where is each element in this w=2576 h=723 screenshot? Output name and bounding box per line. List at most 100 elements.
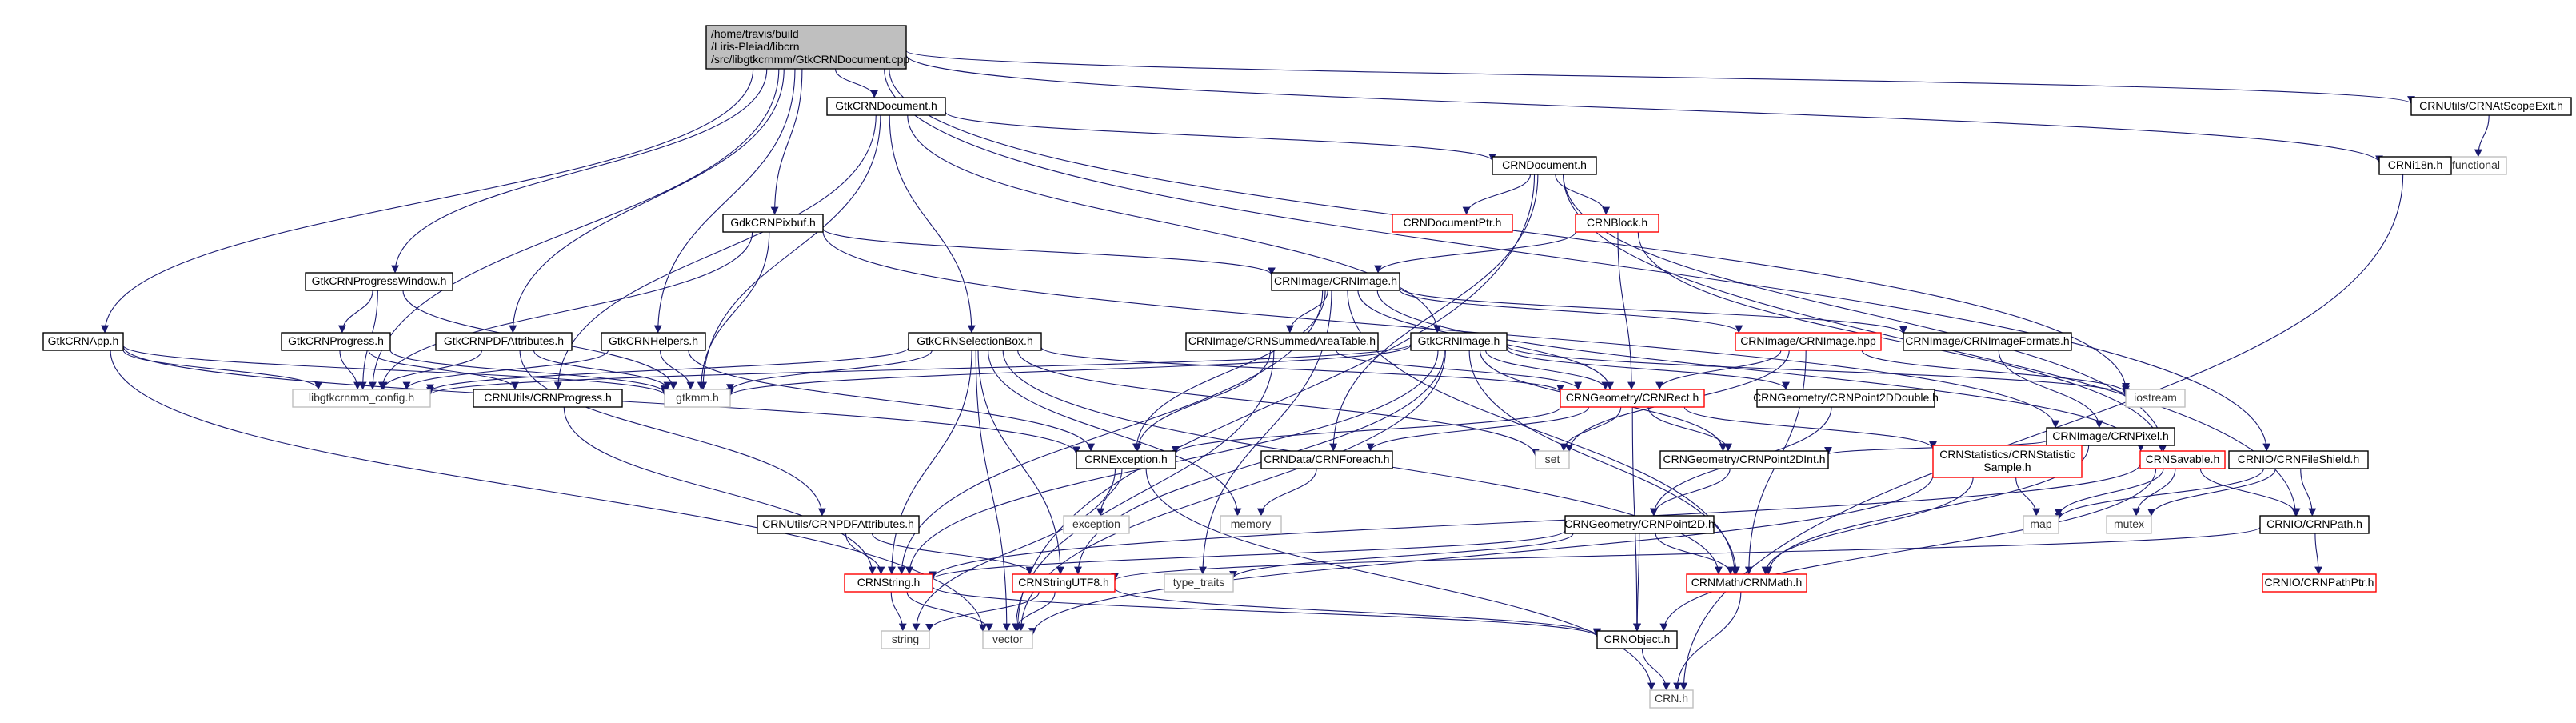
node-crngeometry_crnpoint2dint_h[interactable]: CRNGeometry/CRNPoint2DInt.h — [1659, 450, 1829, 469]
node-box — [1756, 389, 1935, 408]
node-box — [2378, 156, 2452, 175]
edge-gdkcrnpixbuf_h-to-gtkmm_h — [697, 231, 770, 390]
node-label-line: GtkCRNPDFAttributes.h — [444, 334, 564, 347]
edge-crnstring_h-to-crnobject_h — [932, 585, 1601, 637]
node-gtkcrnapp_h[interactable]: GtkCRNApp.h — [42, 332, 124, 351]
node-crnimage_crnimage_hpp[interactable]: CRNImage/CRNImage.hpp — [1735, 332, 1882, 351]
node-label-line: CRNString.h — [857, 576, 921, 589]
edge-root-to-crni18n_h — [905, 54, 2383, 164]
node-crnstringutf8_h[interactable]: CRNStringUTF8.h — [1012, 573, 1116, 593]
node-box — [1164, 573, 1234, 593]
node-crngeometry_crnrect_h[interactable]: CRNGeometry/CRNRect.h — [1560, 389, 1705, 408]
node-label-line: iostream — [2134, 391, 2177, 404]
node-crn_h[interactable]: CRN.h — [1649, 689, 1694, 709]
node-gtkcrndocument_h[interactable]: GtkCRNDocument.h — [826, 97, 946, 116]
node-gtkcrnimage_h[interactable]: GtkCRNImage.h — [1410, 332, 1508, 351]
node-label-line: CRNImage/CRNPixel.h — [2052, 429, 2168, 442]
node-map[interactable]: map — [2023, 515, 2059, 534]
node-crnutils_crnatscopeexit_h[interactable]: CRNUtils/CRNAtScopeExit.h — [2410, 97, 2572, 116]
node-libgtkcrnmm_config_h[interactable]: libgtkcrnmm_config.h — [292, 389, 431, 408]
node-gtkcrnpdfattributes_h[interactable]: GtkCRNPDFAttributes.h — [435, 332, 573, 351]
node-set[interactable]: set — [1535, 450, 1570, 469]
node-crni18n_h[interactable]: CRNi18n.h — [2378, 156, 2452, 175]
node-box — [1686, 573, 1807, 593]
edge-gdkcrnpixbuf_h-to-libgtkcrnmm_config_h — [377, 231, 753, 390]
node-box — [2410, 97, 2572, 116]
node-type_traits[interactable]: type_traits — [1164, 573, 1234, 593]
node-label-line: vector — [992, 633, 1023, 645]
edge-root-to-gtkcrnpdfattributes_h — [509, 68, 785, 334]
edge-gtkcrnimage_h-to-crngeometry_crnpoint2ddouble_h — [1506, 348, 1790, 390]
edge-crnutils_crnatscopeexit_h-to-functional — [2474, 114, 2490, 158]
edge-crnstring_h-to-vector — [906, 591, 993, 632]
node-label-line: CRNIO/CRNPathPtr.h — [2265, 576, 2374, 589]
node-box — [435, 332, 573, 351]
edge-root-to-crnutils_crnatscopeexit_h — [905, 50, 2415, 104]
node-label-line: string — [892, 633, 919, 645]
node-box — [2106, 515, 2152, 534]
node-root[interactable]: /home/travis/build/Liris-Pleiad/libcrn/s… — [705, 25, 909, 70]
node-label-line: CRNImage/CRNImageFormats.h — [1905, 334, 2069, 347]
node-gdkcrnpixbuf_h[interactable]: GdkCRNPixbuf.h — [722, 214, 824, 233]
node-vector[interactable]: vector — [982, 630, 1033, 649]
node-crnimage_crnsummedareatable_h[interactable]: CRNImage/CRNSummedAreaTable.h — [1185, 332, 1379, 351]
edge-crnimage_crnsummedareatable_h-to-crngeometry_crnrect_h — [1336, 350, 1582, 390]
node-box — [2125, 389, 2186, 408]
node-functional[interactable]: functional — [2445, 156, 2507, 175]
node-crnimage_crnimageformats_h[interactable]: CRNImage/CRNImageFormats.h — [1903, 332, 2072, 351]
node-gtkcrnprogresswindow_h[interactable]: GtkCRNProgressWindow.h — [305, 272, 453, 291]
node-crnmath_crnmath_h[interactable]: CRNMath/CRNMath.h — [1686, 573, 1807, 593]
node-crnstring_h[interactable]: CRNString.h — [844, 573, 933, 593]
node-iostream[interactable]: iostream — [2125, 389, 2186, 408]
node-crnexception_h[interactable]: CRNException.h — [1076, 450, 1176, 469]
node-exception[interactable]: exception — [1063, 515, 1130, 534]
node-label-line: /Liris-Pleiad/libcrn — [711, 40, 799, 53]
node-mutex[interactable]: mutex — [2106, 515, 2152, 534]
node-label-line: CRN.h — [1655, 692, 1688, 705]
node-crnutils_crnpdfattributes_h[interactable]: CRNUtils/CRNPDFAttributes.h — [757, 515, 920, 534]
node-box — [281, 332, 391, 351]
node-gtkcrnhelpers_h[interactable]: GtkCRNHelpers.h — [601, 332, 706, 351]
node-crnio_crnpath_h[interactable]: CRNIO/CRNPath.h — [2259, 515, 2370, 534]
edge-crnstatistics_crnstatisticsample_h-to-map — [2015, 477, 2041, 517]
node-crnio_crnfileshield_h[interactable]: CRNIO/CRNFileShield.h — [2228, 450, 2369, 469]
node-box — [826, 97, 946, 116]
edge-gtkcrndocument_h-to-gtkcrnimage_h — [907, 114, 1442, 334]
node-memory[interactable]: memory — [1220, 515, 1282, 534]
node-crnsavable_h[interactable]: CRNSavable.h — [2139, 450, 2226, 469]
node-crnblock_h[interactable]: CRNBlock.h — [1575, 214, 1659, 233]
node-label-line: GtkCRNSelectionBox.h — [917, 334, 1033, 347]
node-crnimage_crnpixel_h[interactable]: CRNImage/CRNPixel.h — [2046, 427, 2175, 446]
node-gtkcrnselectionbox_h[interactable]: GtkCRNSelectionBox.h — [908, 332, 1042, 351]
edge-crndocument_h-to-crndata_crnforeach_h — [1329, 174, 1539, 452]
edge-crnstatistics_crnstatisticsample_h-to-crnmath_crnmath_h — [1761, 477, 1974, 575]
edge-crnimage_crnimage_hpp-to-crngeometry_crnrect_h — [1655, 350, 1782, 390]
node-crndata_crnforeach_h[interactable]: CRNData/CRNForeach.h — [1260, 450, 1393, 469]
node-layer: /home/travis/build/Liris-Pleiad/libcrn/s… — [42, 25, 2572, 709]
node-label-line: CRNGeometry/CRNPoint2DDouble.h — [1753, 391, 1939, 404]
node-crngeometry_crnpoint2ddouble_h[interactable]: CRNGeometry/CRNPoint2DDouble.h — [1753, 389, 1939, 408]
node-gtkmm_h[interactable]: gtkmm.h — [664, 389, 731, 408]
node-label-line: CRNObject.h — [1604, 633, 1670, 645]
node-label-line: CRNi18n.h — [2388, 158, 2442, 171]
node-crnimage_crnimage_h[interactable]: CRNImage/CRNImage.h — [1271, 272, 1400, 291]
node-crndocumentptr_h[interactable]: CRNDocumentPtr.h — [1392, 214, 1513, 233]
node-string[interactable]: string — [881, 630, 930, 649]
node-crnobject_h[interactable]: CRNObject.h — [1596, 630, 1678, 649]
node-label-line: map — [2030, 517, 2051, 530]
edge-crndata_crnforeach_h-to-memory — [1256, 468, 1317, 517]
edge-crnexception_h-to-exception — [1096, 468, 1123, 517]
node-crngeometry_crnpoint2d_h[interactable]: CRNGeometry/CRNPoint2D.h — [1564, 515, 1715, 534]
node-crnutils_crnprogress_h[interactable]: CRNUtils/CRNProgress.h — [473, 389, 623, 408]
edge-gtkcrnselectionbox_h-to-crnstringutf8_h — [977, 350, 1064, 575]
node-box — [1492, 156, 1597, 175]
node-crndocument_h[interactable]: CRNDocument.h — [1492, 156, 1597, 175]
edge-root-to-gtkcrnhelpers_h — [653, 68, 796, 334]
node-box — [2228, 450, 2369, 469]
node-box — [1535, 450, 1570, 469]
node-crnio_crnpathptr_h[interactable]: CRNIO/CRNPathPtr.h — [2262, 573, 2377, 593]
edge-gtkcrnselectionbox_h-to-vector — [975, 350, 1011, 632]
node-label-line: /home/travis/build — [711, 27, 799, 40]
node-gtkcrnprogress_h[interactable]: GtkCRNProgress.h — [281, 332, 391, 351]
